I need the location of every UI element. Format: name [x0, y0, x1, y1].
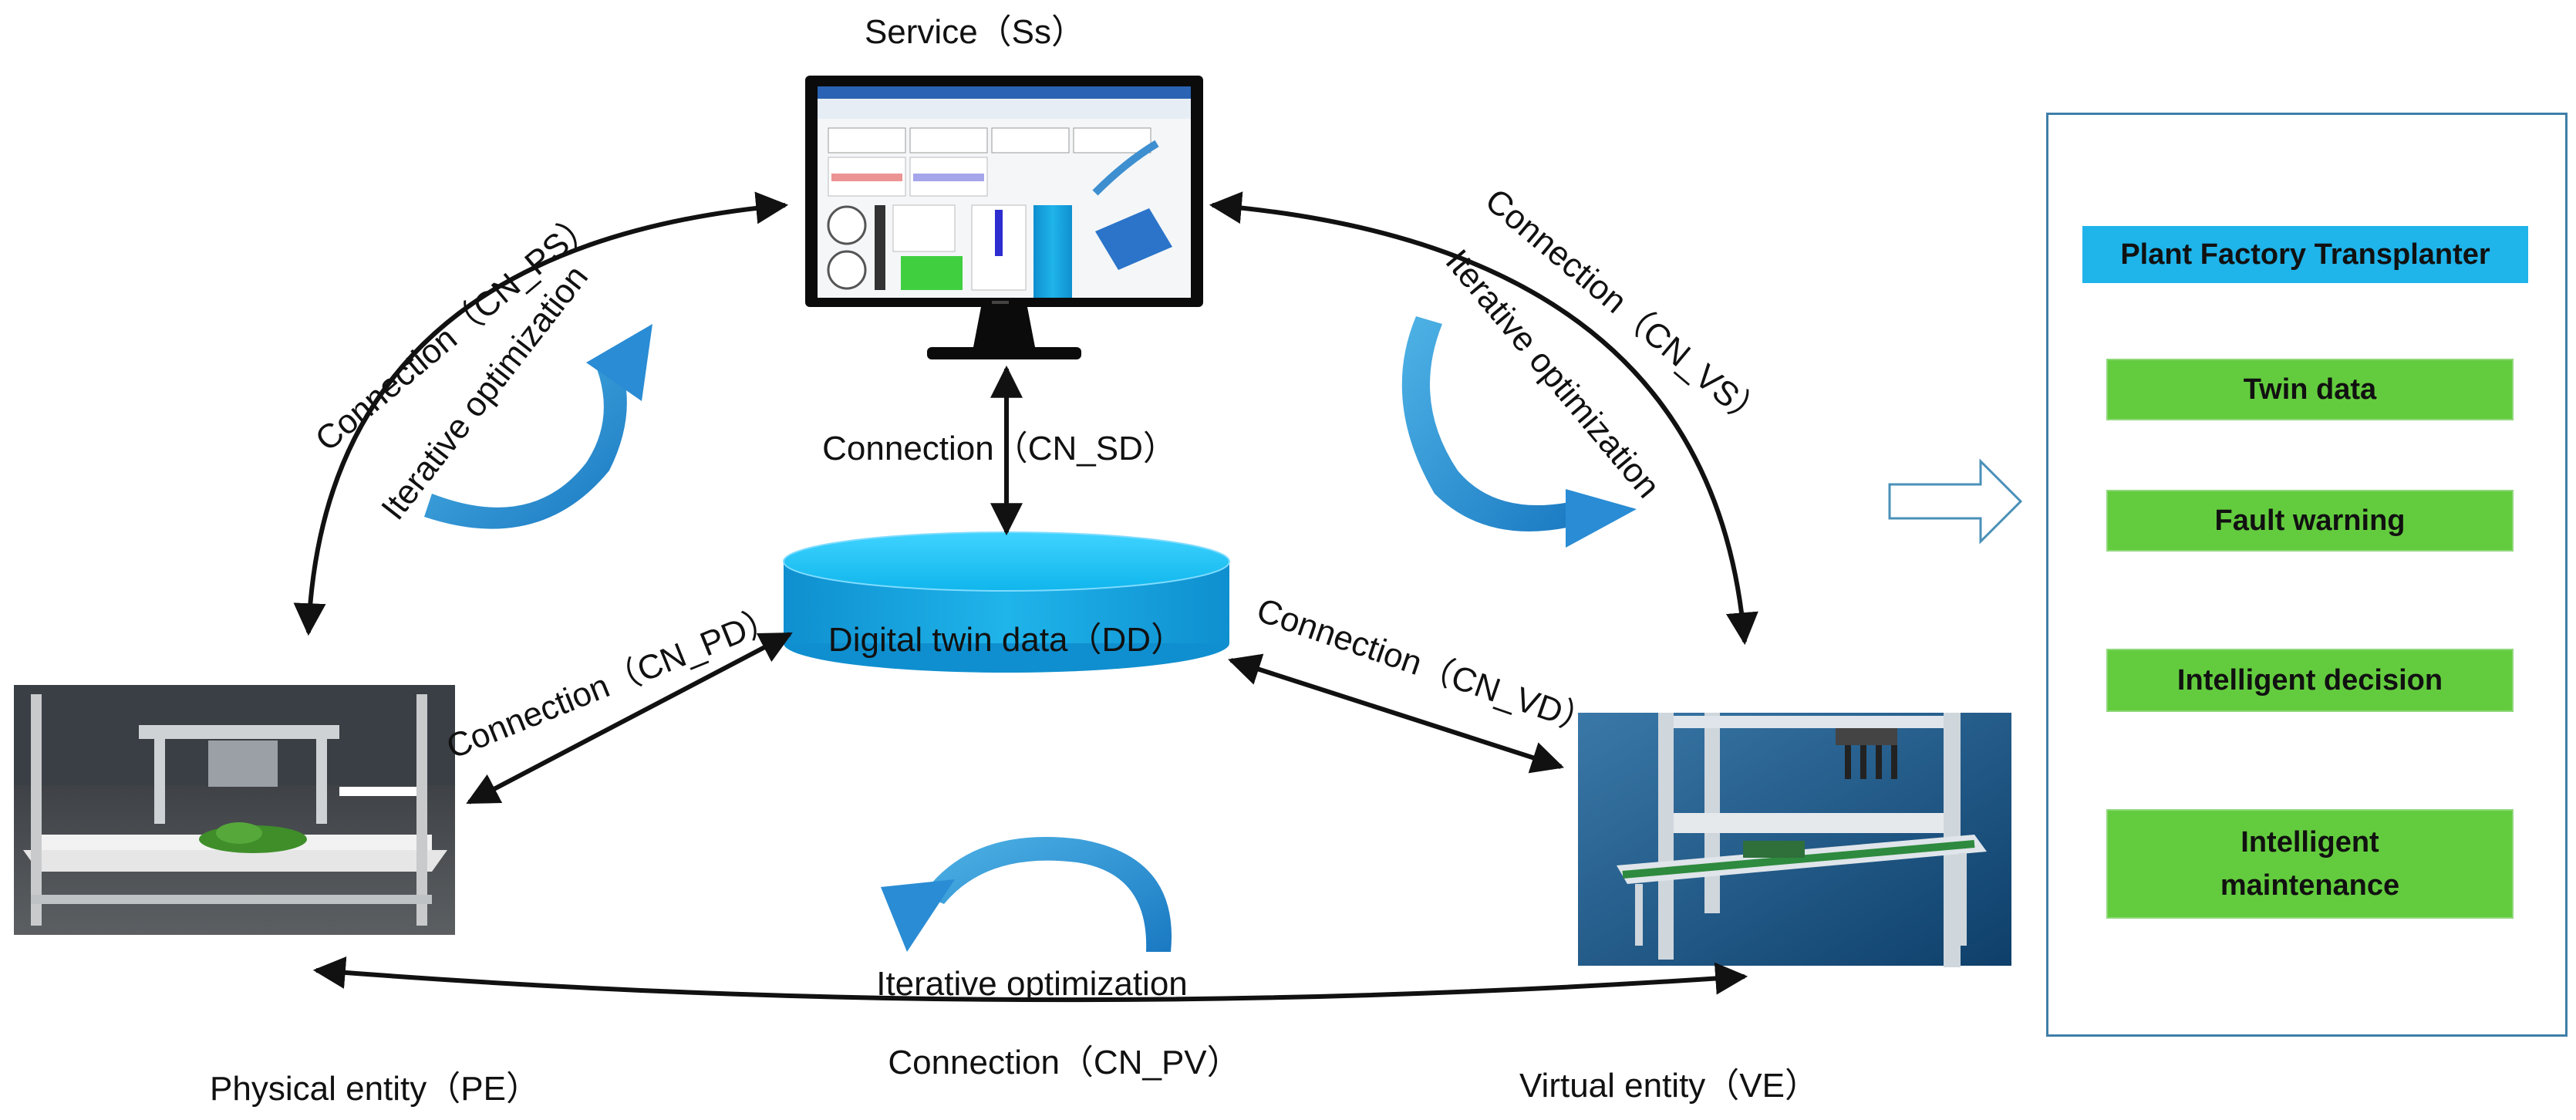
digital-twin-database	[783, 531, 1230, 673]
label-connection-sd: Connection（CN_SD）	[822, 430, 1177, 467]
loop-arrow-right	[1401, 316, 1637, 548]
connection-ps-arrow	[293, 191, 789, 636]
loop-arrow-bottom	[881, 837, 1172, 952]
label-loop-bottom: Iterative optimization	[876, 965, 1188, 1003]
label-connection-pv: Connection（CN_PV）	[888, 1044, 1240, 1081]
application-panel: Plant Factory Transplanter Twin data Fau…	[2046, 113, 2568, 1037]
label-connection-vd: Connection（CN_VD）	[1252, 591, 1600, 742]
panel-item-intelligent-decision: Intelligent decision	[2106, 649, 2514, 712]
label-physical: Physical entity（PE）	[210, 1070, 540, 1108]
label-service: Service（Ss）	[865, 13, 1085, 51]
label-loop-right: Iterative optimization	[1438, 242, 1667, 505]
panel-item-twin-data: Twin data	[2106, 359, 2514, 420]
service-monitor	[805, 76, 1203, 359]
panel-title: Plant Factory Transplanter	[2082, 226, 2528, 283]
connection-pv-arrow	[312, 956, 1748, 1003]
physical-entity-photo	[14, 685, 455, 935]
virtual-entity-render	[1578, 713, 2011, 967]
loop-arrow-left	[424, 324, 652, 529]
label-connection-pd: Connection（CN_PD）	[441, 599, 784, 767]
connection-vs-arrow	[1209, 191, 1758, 646]
label-virtual: Virtual entity（VE）	[1519, 1067, 1819, 1105]
connection-pd-arrow	[466, 632, 793, 805]
panel-item-intelligent-maintenance: Intelligent maintenance	[2106, 809, 2514, 919]
connection-vd-arrow	[1228, 653, 1564, 774]
transfer-arrow-icon	[1888, 458, 2023, 545]
panel-item-fault-warning: Fault warning	[2106, 490, 2514, 552]
label-database: Digital twin data（DD）	[828, 621, 1185, 659]
